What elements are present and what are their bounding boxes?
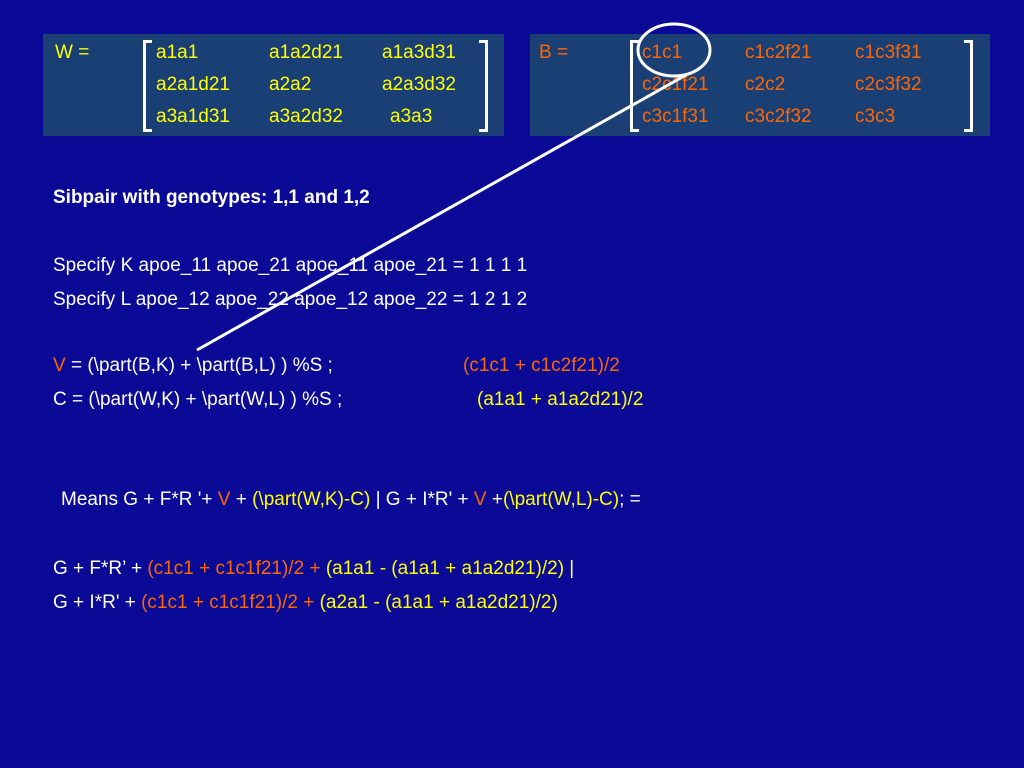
means-v: V — [217, 489, 231, 510]
matrix-b-cell: c3c2f32 — [745, 106, 812, 127]
matrix-b-cell: c1c3f31 — [855, 42, 922, 63]
matrix-b-cell: c1c1 — [642, 42, 683, 63]
matrix-w-cell: a2a2 — [269, 74, 312, 95]
matrix-w-cell: a2a3d32 — [382, 74, 456, 95]
means-text: ; = — [619, 489, 641, 510]
matrix-w-name: W — [55, 42, 73, 63]
result-1-b-term: (c1c1 + c1c1f21)/2 + — [147, 558, 321, 579]
matrix-w-cell: a3a2d32 — [269, 106, 343, 127]
matrix-w-cell: a1a2d21 — [269, 42, 343, 63]
specify-k-line: Specify K apoe_11 apoe_21 apoe_11 apoe_2… — [53, 255, 528, 276]
matrix-b-cell: c3c1f31 — [642, 106, 709, 127]
matrix-b-cell: c3c3 — [855, 106, 896, 127]
means-line: Means G + F*R '+ V + (\part(W,K)-C) | G … — [61, 489, 641, 511]
matrix-w-cell: a2a1d21 — [156, 74, 230, 95]
c-definition-line: C = (\part(W,K) + \part(W,L) ) %S ; (a1a… — [53, 389, 643, 411]
matrix-w-cell: a3a1d31 — [156, 106, 230, 127]
result-2-prefix: G + I*R' + — [53, 592, 142, 613]
v-expression: = (\part(B,K) + \part(B,L) ) %S ; — [65, 355, 333, 376]
matrix-w-left-bracket — [143, 40, 152, 132]
means-text: Means G + F*R '+ — [61, 489, 218, 510]
matrix-b-equals: = — [551, 42, 569, 63]
matrix-b-cell: c2c3f32 — [855, 74, 922, 95]
matrix-w-box: W = a1a1 a1a2d21 a1a3d31 a2a1d21 a2a2 a2… — [43, 34, 504, 136]
v-comment: (c1c1 + c1c2f21)/2 — [463, 355, 620, 376]
matrix-b-box: B = c1c1 c1c2f21 c1c3f31 c2c1f21 c2c2 c2… — [530, 34, 990, 136]
matrix-w-equals: = — [72, 42, 90, 63]
matrix-w-cell: a1a1 — [156, 42, 199, 63]
means-v: V — [473, 489, 487, 510]
matrix-w-cell: a1a3d31 — [382, 42, 456, 63]
result-line-2: G + I*R' + (c1c1 + c1c1f21)/2 + (a2a1 - … — [53, 592, 558, 614]
means-part-wl: (\part(W,L)-C) — [502, 489, 620, 510]
result-1-prefix: G + F*R’ + — [53, 558, 148, 579]
matrix-w-right-bracket — [479, 40, 488, 132]
matrix-b-left-bracket — [630, 40, 639, 132]
means-part-wk: (\part(W,K)-C) — [252, 489, 371, 510]
result-2-b-term: (c1c1 + c1c1f21)/2 + — [141, 592, 315, 613]
matrix-b-cell: c2c2 — [745, 74, 786, 95]
result-1-suffix: | — [564, 558, 575, 579]
matrix-w-label: W = — [55, 42, 89, 64]
matrix-b-right-bracket — [964, 40, 973, 132]
matrix-b-label: B = — [539, 42, 568, 64]
result-line-1: G + F*R’ + (c1c1 + c1c1f21)/2 + (a1a1 - … — [53, 558, 574, 580]
v-variable: V — [53, 355, 66, 376]
means-text: | G + I*R' + — [370, 489, 474, 510]
result-1-w-term: (a1a1 - (a1a1 + a1a2d21)/2) — [320, 558, 565, 579]
c-expression: C = (\part(W,K) + \part(W,L) ) %S ; — [53, 389, 343, 410]
specify-l-line: Specify L apoe_12 apoe_22 apoe_12 apoe_2… — [53, 289, 528, 310]
result-2-w-term: (a2a1 - (a1a1 + a1a2d21)/2) — [314, 592, 558, 613]
means-text: + — [230, 489, 253, 510]
v-definition-line: V = (\part(B,K) + \part(B,L) ) %S ; (c1c… — [53, 355, 620, 377]
matrix-b-cell: c2c1f21 — [642, 74, 709, 95]
means-text: + — [486, 489, 503, 510]
matrix-b-name: B — [539, 42, 552, 63]
sibpair-heading: Sibpair with genotypes: 1,1 and 1,2 — [53, 187, 370, 208]
matrix-w-cell: a3a3 — [390, 106, 433, 127]
c-comment: (a1a1 + a1a2d21)/2 — [477, 389, 644, 410]
matrix-b-cell: c1c2f21 — [745, 42, 812, 63]
